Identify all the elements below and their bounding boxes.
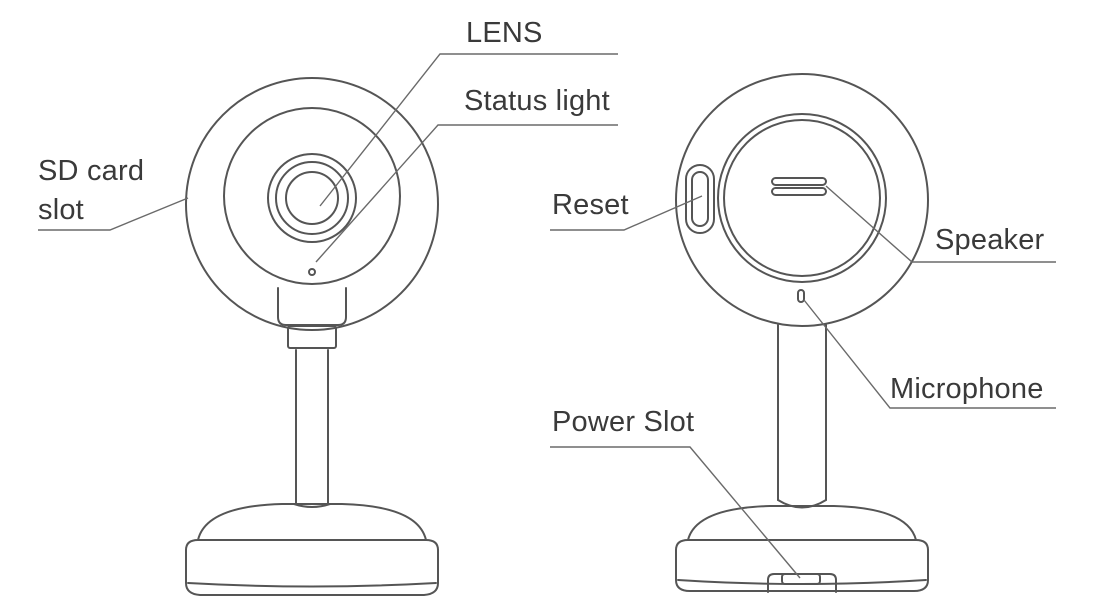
back-head-outer [675,73,929,327]
leader-sd-card [38,197,189,231]
reset-button-inner [691,171,709,227]
label-sd-card-slot-line1: SD card [38,155,145,187]
back-speaker-panel-outer [717,113,887,283]
front-base [185,549,439,596]
lens-ring-mid [275,161,349,235]
leader-lens [319,53,618,207]
leader-status-light [315,124,618,263]
microphone-hole [797,289,805,303]
back-base [675,549,929,592]
power-slot-port [781,573,821,585]
label-power-slot: Power Slot [552,406,695,438]
leader-power-slot [550,446,801,579]
front-head-outer [185,77,439,331]
front-sd-card-slot [277,287,347,326]
label-microphone: Microphone [890,373,1044,405]
label-status-light: Status light [464,85,610,117]
back-stand-neck [777,324,827,501]
back-speaker-panel-inner [723,119,881,277]
front-camera [185,77,439,596]
label-lens: LENS [466,17,543,49]
lens-ring-outer [267,153,357,243]
status-light-dot [308,268,316,276]
label-speaker: Speaker [935,224,1045,256]
reset-button-outer [685,164,715,234]
leader-speaker [825,185,1056,263]
leader-lines [38,53,1056,579]
label-sd-card-slot-line2: slot [38,194,84,226]
label-reset: Reset [552,189,629,221]
lens-ring-inner [285,171,339,225]
leader-reset [550,195,703,231]
leader-microphone [803,299,1056,409]
back-camera [675,73,929,593]
speaker-grille-top [771,177,827,186]
front-stand-neck [295,349,329,505]
front-head-inner [223,107,401,285]
speaker-grille-bottom [771,187,827,196]
